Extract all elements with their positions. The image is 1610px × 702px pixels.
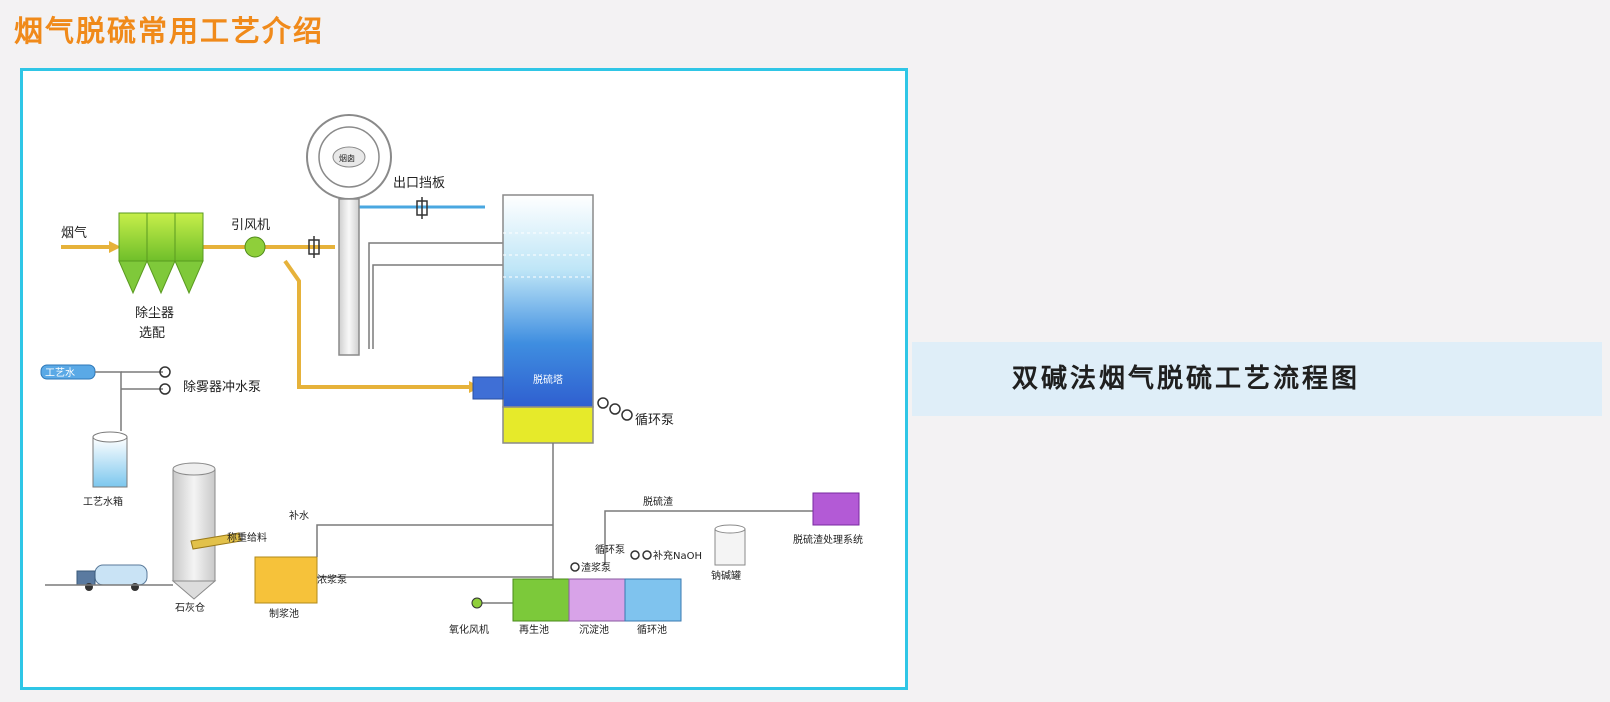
fan-icon: [471, 597, 483, 609]
label-circulation-pump: 循环泵: [635, 413, 674, 428]
label-make-up-water: 补水: [289, 509, 309, 522]
pump-icon: [642, 550, 652, 560]
process-flow-diagram: 烟气 除尘器 选配 引风机 出口挡板 除雾器冲水泵 循环泵 烟囱 工艺水 工艺水…: [40, 114, 863, 636]
process-water-tank: [92, 431, 128, 488]
pump-icon: [630, 550, 640, 560]
label-regeneration-pool: 再生池: [519, 623, 549, 636]
label-oxidation-fan: 氧化风机: [449, 623, 489, 636]
circulation-pool: [624, 578, 682, 622]
chimney: [306, 114, 392, 356]
label-residue-system: 脱硫渣处理系统: [793, 533, 863, 546]
outlet-damper-icon: [416, 197, 428, 219]
label-circulation-pool: 循环池: [637, 623, 667, 636]
pump-icon: [159, 383, 171, 395]
label-slurry-pool: 制浆池: [269, 607, 299, 620]
label-induced-fan: 引风机: [231, 218, 270, 233]
diagram-frame: 烟气 除尘器 选配 引风机 出口挡板 除雾器冲水泵 循环泵 烟囱 工艺水 工艺水…: [20, 68, 908, 690]
label-process-water: 工艺水: [45, 367, 75, 379]
label-weigh-feeder: 称重给料: [227, 531, 267, 544]
label-lime-silo: 石灰仓: [175, 601, 205, 614]
label-tower: 脱硫塔: [533, 373, 563, 386]
pump-icon: [570, 562, 580, 572]
desulfurization-tower: [472, 194, 594, 444]
label-pool-circ-pump: 循环泵: [595, 543, 625, 556]
truck-icon: [45, 564, 173, 591]
label-demister-pump: 除雾器冲水泵: [183, 380, 261, 395]
label-flue-gas: 烟气: [61, 225, 87, 241]
caption-band: [912, 342, 1602, 416]
residue-system: [812, 492, 860, 526]
damper-icon: [308, 236, 320, 258]
label-water-tank: 工艺水箱: [83, 495, 123, 508]
label-dust-collector: 除尘器: [135, 306, 174, 321]
label-caustic-tank: 钠碱罐: [711, 569, 741, 582]
label-dust-collector-note: 选配: [139, 326, 165, 341]
dust-collector: [118, 212, 204, 295]
slurry-pool: [254, 556, 318, 604]
label-slag-pump: 渣浆泵: [581, 561, 611, 574]
label-naoh-supply: 补充NaOH: [653, 549, 702, 562]
process-lines: [316, 443, 843, 604]
label-residue: 脱硫渣: [643, 495, 673, 508]
pump-icon: [159, 366, 171, 378]
sedimentation-pool: [568, 578, 626, 622]
caustic-tank: [714, 524, 746, 566]
label-chimney: 烟囱: [339, 153, 355, 163]
regeneration-pool: [512, 578, 570, 622]
lime-silo: [171, 462, 217, 600]
circulation-pump-icons: [597, 397, 633, 421]
label-slurry-pump: 浓浆泵: [317, 573, 347, 586]
fan-icon: [244, 236, 266, 258]
label-sedimentation-pool: 沉淀池: [579, 623, 609, 636]
caption-text: 双碱法烟气脱硫工艺流程图: [1012, 364, 1361, 394]
weigh-feeder: [190, 532, 242, 550]
page-title: 烟气脱硫常用工艺介绍: [14, 14, 325, 48]
label-outlet-damper: 出口挡板: [393, 176, 445, 191]
